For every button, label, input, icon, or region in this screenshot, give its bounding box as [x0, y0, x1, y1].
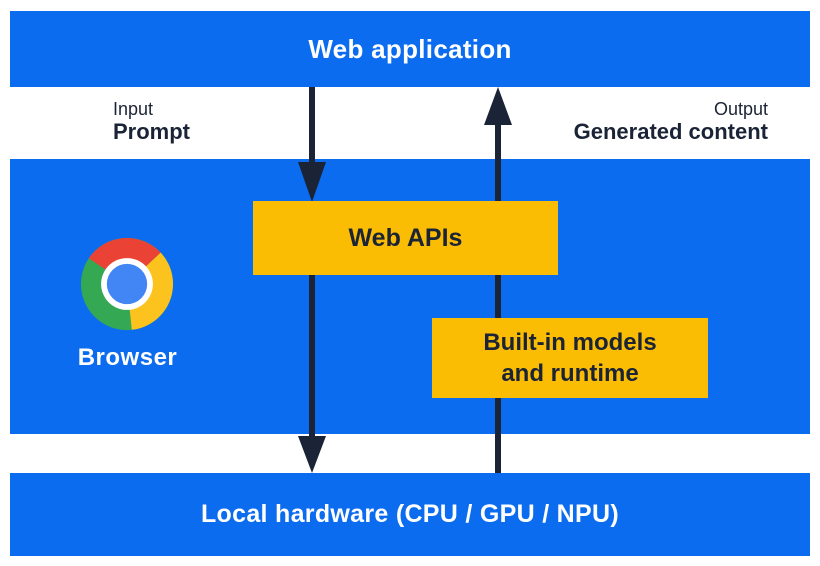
local-hardware-label: Local hardware (CPU / GPU / NPU)	[200, 500, 619, 528]
output-label-block: Output Generated content	[574, 99, 768, 145]
input-caption: Input	[113, 99, 154, 119]
builtin-models-label-line1: Built-in models	[483, 329, 657, 356]
builtin-models-box: Built-in models and runtime	[432, 318, 708, 398]
chrome-icon-blue-center	[106, 263, 148, 305]
input-label-block: Input Prompt	[113, 99, 190, 145]
builtin-models-label-line2: and runtime	[501, 360, 639, 387]
web-application-band: Web application	[10, 11, 810, 87]
chrome-browser-icon	[80, 237, 174, 331]
web-apis-box: Web APIs	[253, 201, 558, 275]
generated-content-label: Generated content	[573, 119, 768, 144]
prompt-label: Prompt	[113, 119, 190, 144]
web-application-label: Web application	[308, 33, 512, 64]
browser-label: Browser	[77, 344, 178, 371]
web-apis-label: Web APIs	[348, 223, 463, 252]
output-caption: Output	[713, 99, 768, 119]
local-hardware-band: Local hardware (CPU / GPU / NPU)	[10, 473, 810, 556]
